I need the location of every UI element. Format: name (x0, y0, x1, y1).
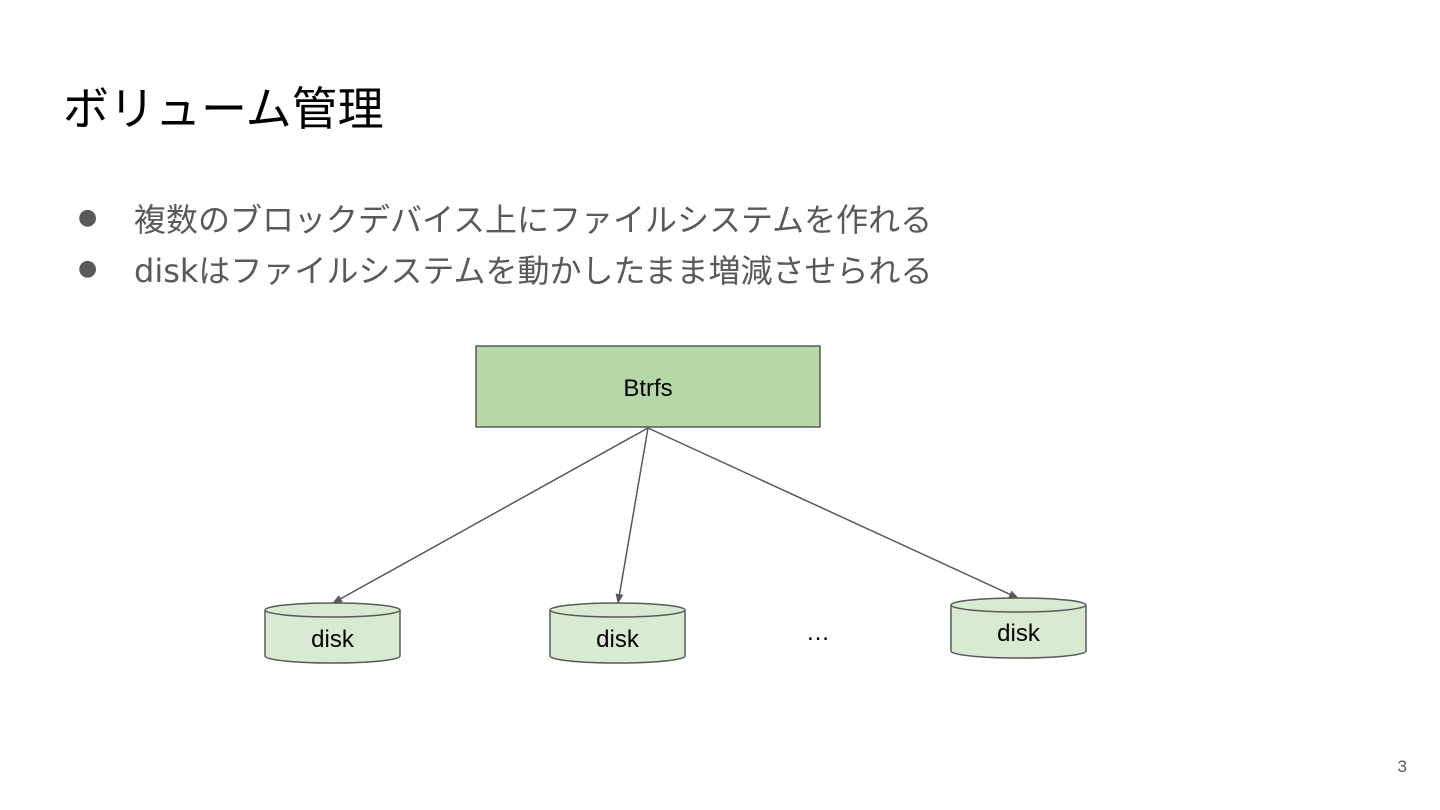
bullet-item: ● diskはファイルシステムを動かしたまま増減させられる (78, 243, 933, 294)
disk-cylinder-top (549, 602, 686, 618)
disk-node-3: disk (950, 597, 1087, 659)
edge-btrfs-disk-2 (615, 427, 649, 604)
ellipsis-text: … (806, 619, 830, 646)
btrfs-box (475, 345, 821, 428)
bullet-text: 複数のブロックデバイス上にファイルシステムを作れる (134, 200, 933, 239)
bullet-marker: ● (78, 205, 98, 230)
edge-btrfs-disk-3 (647, 427, 1019, 599)
page-number: 3 (1397, 757, 1407, 776)
disk-cylinder-top (264, 602, 401, 618)
btrfs-label: Btrfs (623, 375, 672, 402)
disk-label: disk (596, 626, 640, 653)
disk-cylinder-top (950, 597, 1087, 613)
slide-title: ボリューム管理 (63, 82, 384, 136)
bullet-text: diskはファイルシステムを動かしたまま増減させられる (134, 251, 933, 290)
disk-label: disk (997, 620, 1041, 647)
disk-cylinder-body (549, 610, 686, 664)
disk-node-2: disk (549, 602, 686, 664)
disk-cylinder-body (264, 610, 401, 664)
edge-btrfs-disk-1 (332, 427, 649, 604)
btrfs-node: Btrfs (475, 345, 821, 428)
bullet-marker: ● (78, 256, 98, 281)
disk-label: disk (311, 626, 355, 653)
disk-node-1: disk (264, 602, 401, 664)
bullet-list: ● 複数のブロックデバイス上にファイルシステムを作れる ● diskはファイルシ… (78, 192, 933, 294)
disk-cylinder-body (950, 605, 1087, 659)
bullet-item: ● 複数のブロックデバイス上にファイルシステムを作れる (78, 192, 933, 243)
